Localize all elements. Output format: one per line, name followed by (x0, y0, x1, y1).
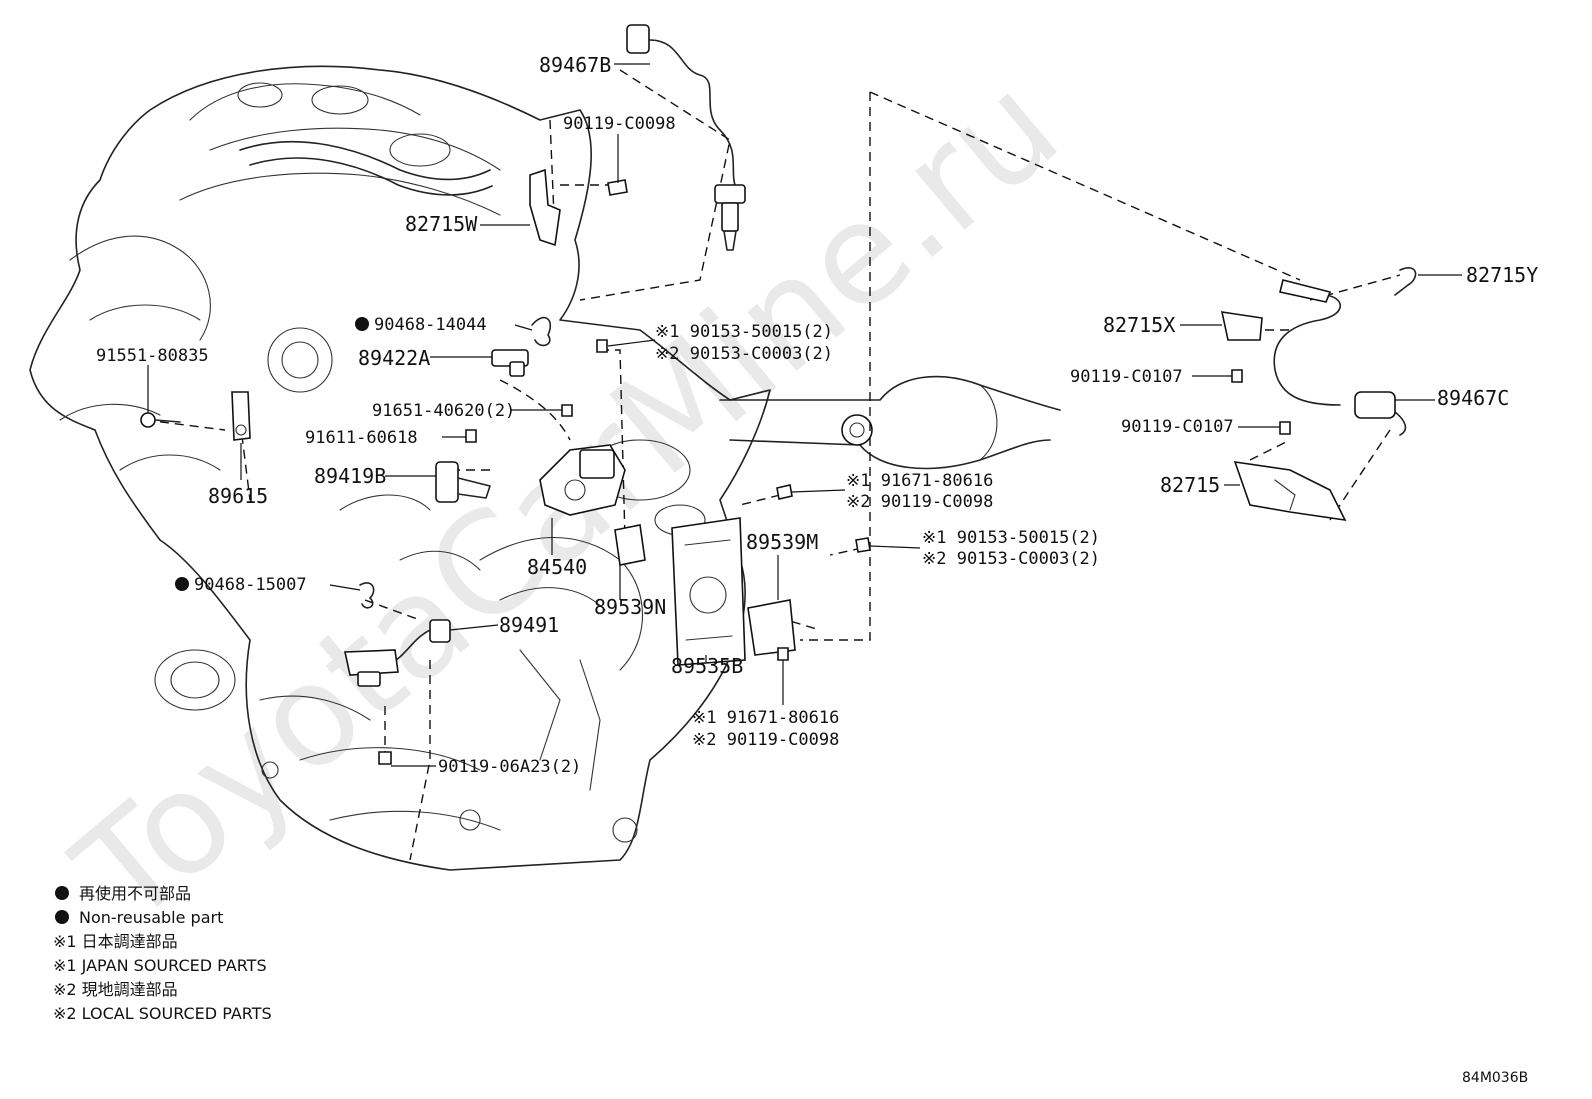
label-91671-mid-1: ※1 91671-80616 (846, 471, 993, 491)
sensor-89419B (435, 461, 459, 503)
legend-line-6: ※2 LOCAL SOURCED PARTS (53, 1004, 272, 1023)
label-89539N: 89539N (594, 595, 666, 619)
label-91551-80835: 91551-80835 (96, 346, 209, 366)
label-90153-lower-2: ※2 90153-C0003(2) (922, 549, 1100, 569)
sensor-89467C-tip (1279, 279, 1332, 303)
ecu-89535B (671, 517, 746, 666)
bracket-82715X (1220, 311, 1263, 341)
label-90119-bottom-2: ※2 90119-C0098 (692, 730, 839, 750)
legend-line-1: 再使用不可部品 (79, 884, 191, 903)
bracket-89539M (747, 599, 796, 656)
label-82715X: 82715X (1103, 313, 1175, 337)
label-90119-C0107-a: 90119-C0107 (1070, 367, 1183, 387)
legend-line-3: ※1 日本調達部品 (53, 932, 178, 951)
assembly-dashed-lines (144, 69, 1401, 861)
non-reusable-dot-icon (175, 577, 189, 591)
non-reusable-dot-icon (355, 317, 369, 331)
legend-line-4: ※1 JAPAN SOURCED PARTS (53, 956, 267, 975)
label-90153-upper-2: ※2 90153-C0003(2) (655, 344, 833, 364)
sensor-89615 (231, 391, 251, 441)
non-reusable-dot-icon (55, 910, 69, 924)
legend: 再使用不可部品 Non-reusable part ※1 日本調達部品 ※1 J… (53, 884, 272, 1023)
label-89491: 89491 (499, 613, 559, 637)
label-91651-40620: 91651-40620(2) (372, 401, 515, 421)
label-89535B: 89535B (671, 654, 743, 678)
label-89467C: 89467C (1437, 386, 1509, 410)
label-90153-upper-1: ※1 90153-50015(2) (655, 322, 833, 342)
bracket-89539N (614, 524, 646, 566)
diagram-code: 84M036B (1462, 1070, 1528, 1086)
connector-89467C (1354, 391, 1396, 419)
label-89467B: 89467B (539, 53, 611, 77)
legend-line-2: Non-reusable part (79, 908, 223, 927)
components (140, 24, 1417, 765)
label-82715Y: 82715Y (1466, 263, 1538, 287)
label-91611-60618: 91611-60618 (305, 428, 418, 448)
label-90119-06A23: 90119-06A23(2) (438, 757, 581, 777)
label-90153-lower-1: ※1 90153-50015(2) (922, 528, 1100, 548)
label-82715: 82715 (1160, 473, 1220, 497)
label-90468-15007: 90468-15007 (194, 575, 307, 595)
label-89539M: 89539M (746, 530, 818, 554)
leader-lines (147, 63, 1462, 767)
label-91671-bottom-1: ※1 91671-80616 (692, 708, 839, 728)
sensor-89491 (429, 619, 451, 643)
label-89422A: 89422A (358, 346, 430, 370)
label-84540: 84540 (527, 555, 587, 579)
part-labels: 89467B 90119-C0098 82715W 90468-14044 89… (96, 53, 1538, 777)
label-82715W: 82715W (405, 212, 478, 236)
label-90119-mid-2: ※2 90119-C0098 (846, 492, 993, 512)
connector-89467B (626, 24, 650, 54)
bracket-82715W (529, 168, 561, 247)
legend-line-5: ※2 現地調達部品 (53, 980, 178, 999)
label-90119-C0107-b: 90119-C0107 (1121, 417, 1234, 437)
label-89419B: 89419B (314, 464, 386, 488)
label-89615: 89615 (208, 484, 268, 508)
label-90119-C0098-top: 90119-C0098 (563, 114, 676, 134)
label-90468-14044: 90468-14044 (374, 315, 487, 335)
non-reusable-dot-icon (55, 886, 69, 900)
